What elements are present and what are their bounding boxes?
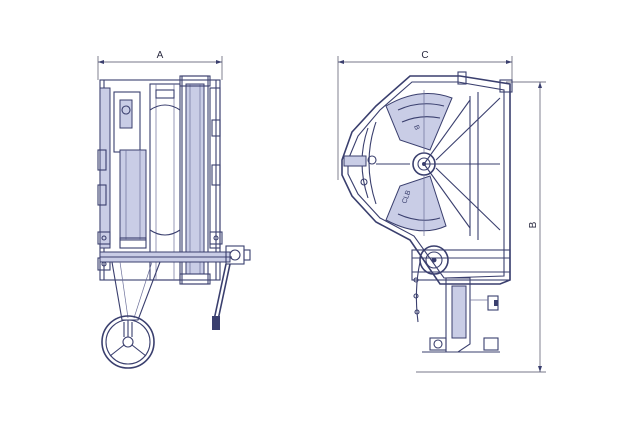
side-view: A: [97, 50, 251, 369]
sprocket-icon: [419, 245, 449, 275]
front-view: C B B CLB: [337, 50, 546, 373]
marking-upper: B: [412, 124, 420, 131]
dimension-a: A: [97, 50, 223, 80]
dimension-c-label: C: [421, 50, 428, 61]
dimension-b-label: B: [528, 221, 539, 228]
dimension-a-label: A: [157, 50, 164, 61]
handwheel-icon: [101, 315, 155, 369]
dimension-c: C: [337, 50, 513, 180]
dimension-b: B: [416, 81, 546, 373]
marking-lower: CLB: [401, 189, 412, 205]
